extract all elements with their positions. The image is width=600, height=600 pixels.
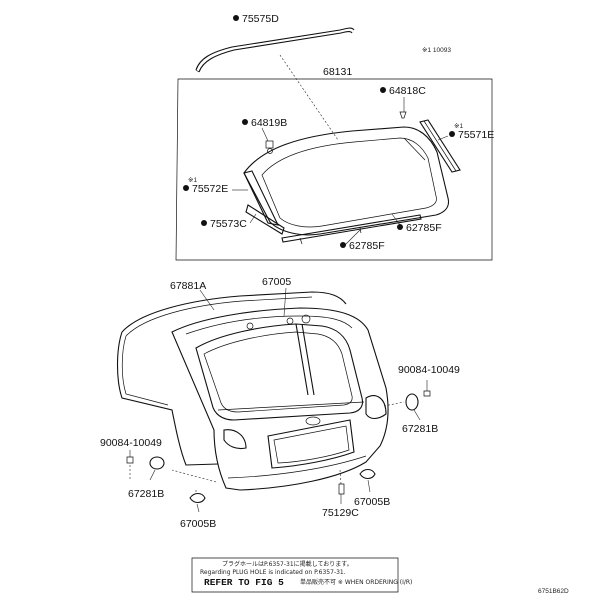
leaders-upper — [232, 97, 449, 246]
label-75575D: 75575D — [242, 13, 279, 25]
label-68131: 68131 — [323, 66, 352, 78]
garnish-62785F — [281, 214, 422, 245]
label-90084-right: 90084-10049 — [398, 364, 460, 376]
cushion-67005B-left — [189, 492, 206, 513]
clip-64819B — [265, 140, 274, 149]
note-line2: Regarding PLUG HOLE is indicated on P.63… — [200, 569, 346, 576]
note-refer-fig: REFER TO FIG 5 — [204, 577, 284, 588]
clip-64818C — [399, 111, 407, 119]
label-64818C: 64818C — [389, 85, 426, 97]
assembly-dashes — [129, 401, 405, 494]
leaders-lower — [129, 287, 287, 457]
label-67281B-left: 67281B — [128, 488, 164, 500]
label-75571E: 75571E — [458, 129, 494, 141]
label-67281B-right: 67281B — [402, 423, 438, 435]
label-75573C: 75573C — [210, 218, 247, 230]
labels: 75575D ※1 10093 68131 64818C 64819B ※1 7… — [100, 13, 494, 530]
clip-75129C — [338, 483, 345, 504]
label-64819B: 64819B — [251, 117, 287, 129]
mark-left: ※1 — [188, 177, 197, 184]
molding-75572E — [243, 170, 285, 235]
figure-code: 6751B62D — [538, 588, 569, 595]
label-62785F-b: 62785F — [349, 240, 385, 252]
bolt-90084-left — [126, 456, 134, 464]
label-75129C: 75129C — [322, 507, 359, 519]
label-75572E: 75572E — [192, 183, 228, 195]
back-door-glass — [243, 126, 450, 236]
note-top-right: ※1 10093 — [422, 47, 451, 54]
label-90084-left: 90084-10049 — [100, 437, 162, 449]
weatherstrip-75575D — [195, 27, 355, 141]
cushion-67281B-right — [405, 393, 421, 421]
note-line3: 単品販売不可 ※ WHEN ORDERING (I/R) — [300, 578, 412, 586]
reference-note: プラグホールはP.6357-31に掲載しております。 Regarding PLU… — [191, 557, 569, 595]
note-jp-line1: プラグホールはP.6357-31に掲載しております。 — [222, 560, 353, 568]
weatherstrip-67881A — [117, 291, 347, 466]
molding-75571E — [419, 119, 461, 173]
label-67005B-left: 67005B — [180, 518, 216, 530]
glass-frame-box — [175, 78, 493, 261]
cushion-67281B-left — [149, 456, 165, 481]
back-door-panel — [171, 307, 389, 491]
bolt-90084-right — [423, 380, 431, 397]
label-62785F-a: 62785F — [406, 222, 442, 234]
mark-right: ※1 — [454, 123, 463, 130]
label-67005: 67005 — [262, 276, 291, 288]
label-67005B-right: 67005B — [354, 496, 390, 508]
cushion-67005B-right — [359, 468, 376, 493]
label-67881A: 67881A — [170, 280, 206, 292]
